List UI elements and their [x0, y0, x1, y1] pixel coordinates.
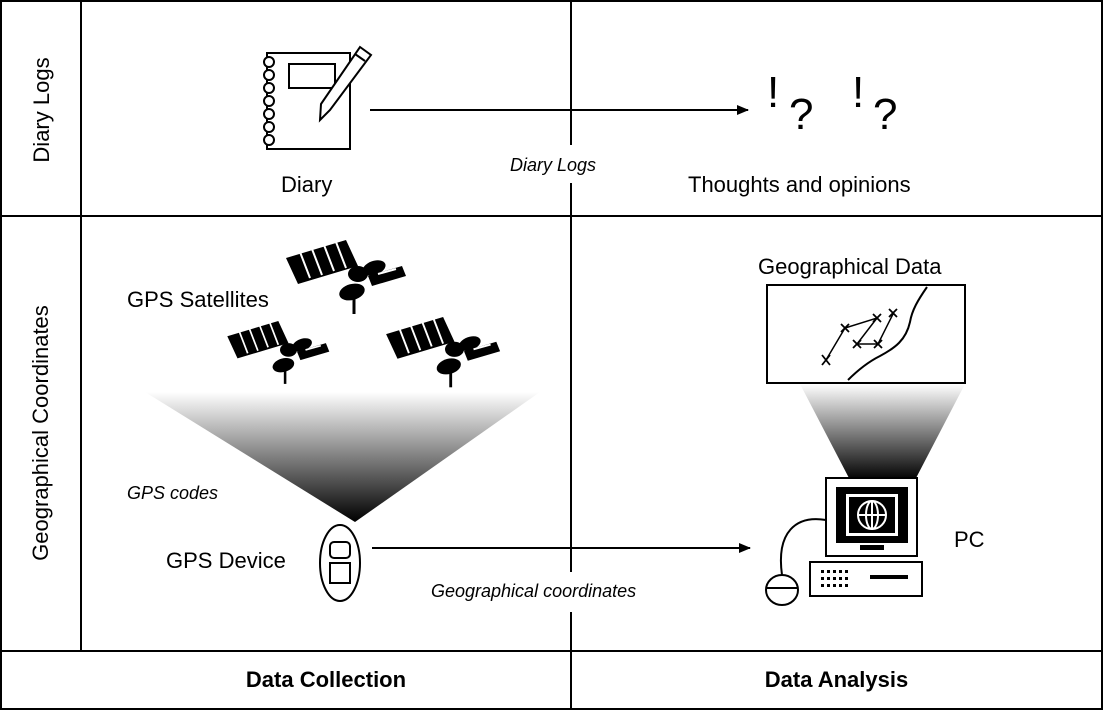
thoughts-label: Thoughts and opinions: [688, 172, 911, 197]
question-symbol: ?: [873, 90, 898, 139]
exclamation-symbol: !: [767, 68, 780, 117]
gps-device-label: GPS Device: [166, 548, 286, 573]
satellite-icon: [226, 238, 502, 389]
gps-signal-beam: [145, 392, 540, 522]
pc-icon: [765, 477, 923, 606]
column-label-data-collection: Data Collection: [245, 667, 407, 692]
question-symbol: ?: [789, 90, 814, 139]
exclamation-symbol: !: [852, 68, 865, 117]
thoughts-symbols: ! ? ! ?: [755, 68, 935, 158]
gps-codes-label: GPS codes: [127, 483, 219, 503]
row-label-diary-logs: Diary Logs: [29, 57, 54, 163]
gps-satellites-label: GPS Satellites: [127, 287, 269, 312]
pc-label: PC: [954, 527, 985, 552]
geographical-data-label: Geographical Data: [758, 254, 942, 279]
geographical-map-icon: [766, 284, 966, 384]
row-label-geographical-coordinates: Geographical Coordinates: [28, 305, 53, 561]
gps-device-icon: [319, 524, 361, 602]
diary-icon: [263, 45, 373, 150]
column-label-data-analysis: Data Analysis: [764, 667, 909, 692]
pc-projection-beam: [800, 384, 965, 480]
diary-label: Diary: [281, 172, 333, 197]
diary-logs-arrow-label: Diary Logs: [510, 155, 597, 175]
geographical-coordinates-label: Geographical coordinates: [431, 581, 637, 601]
